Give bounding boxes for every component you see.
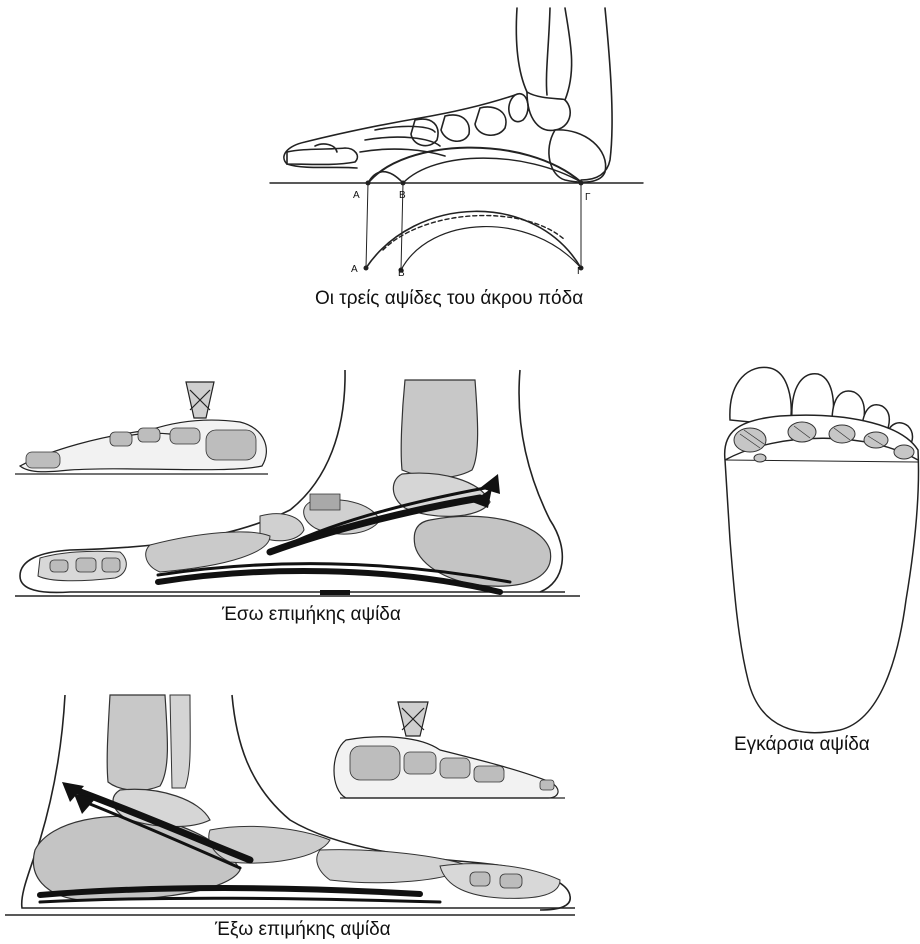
point-g-lower-label: Γ	[577, 266, 583, 277]
three-arches-caption: Οι τρείς αψίδες του άκρου πόδα	[315, 288, 583, 310]
lateral-arch-caption: Έξω επιμήκης αψίδα	[215, 919, 391, 941]
transverse-arch-panel: Εγκάρσια αψίδα	[720, 360, 920, 770]
medial-arch-illustration	[10, 370, 585, 605]
transverse-arch-illustration	[720, 360, 920, 740]
point-g-upper-label: Γ	[585, 192, 591, 203]
medial-arch-panel: Έσω επιμήκης αψίδα	[10, 370, 585, 630]
lateral-arch-panel: Έξω επιμήκης αψίδα	[0, 690, 580, 944]
transverse-arch-caption: Εγκάρσια αψίδα	[734, 734, 870, 756]
three-arches-illustration	[265, 0, 650, 290]
medial-arch-caption: Έσω επιμήκης αψίδα	[222, 604, 401, 626]
three-arches-panel: Α Β Γ Α Β Γ Οι τρείς αψίδες του άκρου πό…	[265, 0, 650, 315]
point-a-upper-label: Α	[353, 190, 360, 201]
point-b-lower-label: Β	[398, 268, 405, 279]
point-b-upper-label: Β	[399, 190, 406, 201]
lateral-arch-illustration	[0, 690, 580, 920]
point-a-lower-label: Α	[351, 264, 358, 275]
